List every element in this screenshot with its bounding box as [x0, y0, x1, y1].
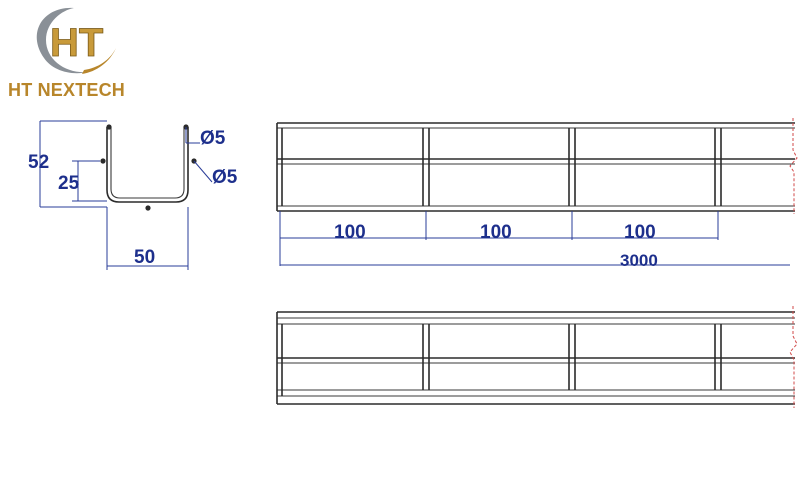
wire-dia-top-label: Ø5	[200, 128, 226, 149]
break-line-top	[789, 118, 798, 214]
ht-monogram-icon: HT	[36, 7, 116, 74]
u-profile-inner	[110, 127, 185, 199]
brand-logo: HT HT NEXTECH	[0, 0, 140, 110]
brand-name: HT NEXTECH	[8, 80, 126, 100]
cross-wire-3	[714, 128, 722, 206]
break-line-bottom	[789, 306, 798, 408]
leader-side-dia	[193, 160, 213, 183]
cross2-wire-3	[714, 324, 722, 390]
width-label: 50	[134, 247, 155, 268]
spacing-label-1: 100	[334, 222, 366, 243]
cross-wire-0	[276, 123, 283, 211]
section-view: 52 25 50 Ø5 Ø5	[28, 120, 238, 270]
height-label: 52	[28, 152, 49, 173]
spacing-label-3: 100	[624, 222, 656, 243]
cross2-wire-0	[276, 312, 283, 404]
spacing-label-2: 100	[480, 222, 512, 243]
wire-dia-side-label: Ø5	[212, 167, 238, 188]
plan-view-bottom	[276, 306, 798, 408]
cross2-wire-1	[422, 324, 430, 390]
cross2-wire-2	[568, 324, 576, 390]
logo-swoosh-gold	[82, 48, 116, 74]
top-wire-left	[106, 124, 112, 130]
logo-swoosh	[36, 7, 88, 74]
u-profile-outer	[106, 127, 189, 203]
plan-view-top: 100 100 100 3000	[276, 118, 798, 270]
bottom-wire	[145, 205, 151, 211]
total-length-label: 3000	[620, 251, 658, 270]
inner-height-label: 25	[58, 173, 80, 194]
logo-monogram: HT	[50, 21, 103, 65]
cross-wire-2	[568, 128, 576, 206]
side-wire-left	[100, 158, 106, 164]
cross-wire-1	[422, 128, 430, 206]
